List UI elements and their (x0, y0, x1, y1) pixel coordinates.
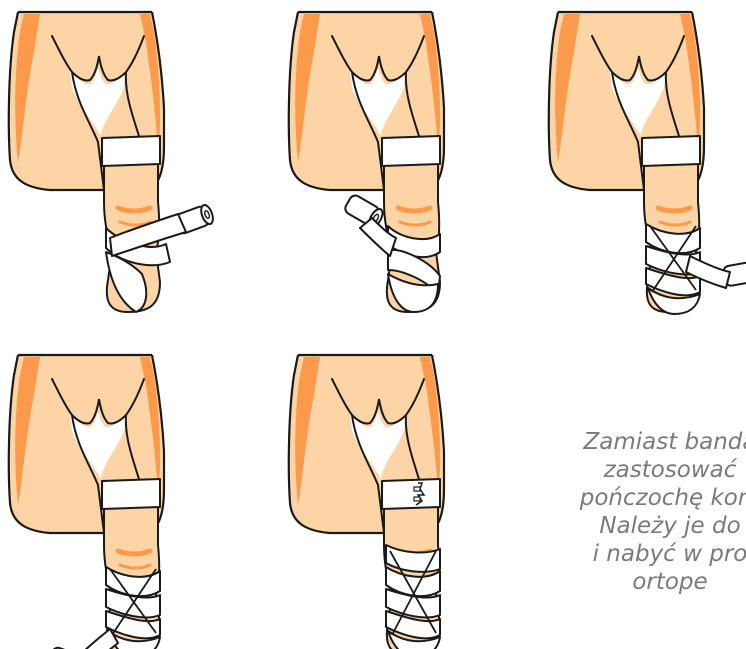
note-line-1: Zamiast banda (520, 428, 746, 456)
note-line-3: pończochę kom (520, 484, 746, 512)
thigh-bandage (642, 136, 700, 166)
thigh-bandage (102, 479, 160, 509)
bandage-clip-top (414, 487, 420, 491)
thigh-bandage (102, 136, 160, 166)
note-line-4: Należy je do (520, 512, 746, 540)
step-panel-2 (289, 12, 444, 312)
note-line-5: i nabyć w pro (520, 540, 746, 568)
note-line-2: zastosować (520, 456, 746, 484)
step-panel-4 (9, 355, 164, 649)
step-panel-1 (9, 12, 215, 312)
step-panel-5 (289, 355, 444, 649)
thigh-bandage (382, 479, 440, 509)
bandage-clip-bottom (414, 497, 420, 501)
thigh-bandage (382, 136, 440, 166)
note-line-6: ortope (520, 568, 746, 596)
instruction-note: Zamiast banda zastosować pończochę kom N… (520, 428, 746, 596)
bandage-strip (80, 629, 118, 649)
step-panel-3 (549, 12, 746, 314)
